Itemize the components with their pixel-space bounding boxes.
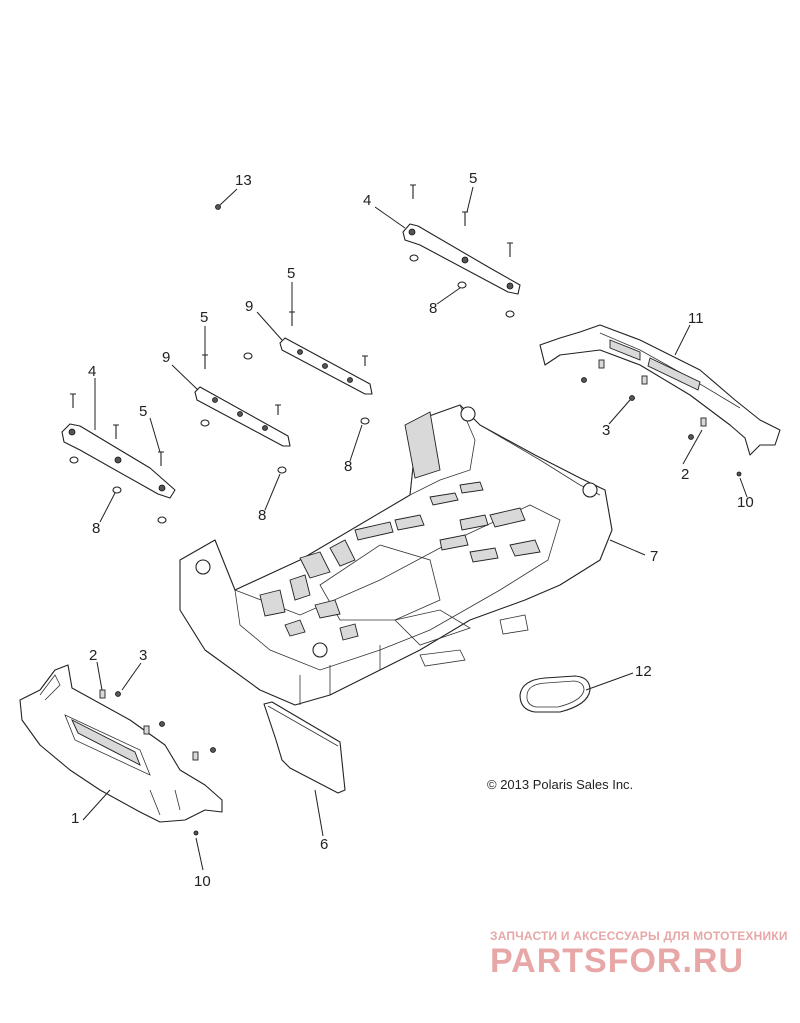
leader-lines bbox=[82, 186, 748, 871]
callout-9-lower: 9 bbox=[162, 349, 170, 366]
rail-bracket-lower bbox=[194, 386, 291, 447]
callout-2-rear: 2 bbox=[681, 466, 689, 483]
callout-5-left: 5 bbox=[139, 403, 147, 420]
callout-8-left: 8 bbox=[92, 520, 100, 537]
callout-12: 12 bbox=[635, 663, 652, 680]
copyright-notice: © 2013 Polaris Sales Inc. bbox=[487, 777, 634, 792]
callout-5-center: 5 bbox=[200, 309, 208, 326]
callout-2-front: 2 bbox=[89, 647, 97, 664]
callout-4-right: 4 bbox=[363, 192, 371, 209]
callout-9-upper: 9 bbox=[245, 298, 253, 315]
callout-4-left: 4 bbox=[88, 363, 96, 380]
fastener-group bbox=[69, 184, 742, 836]
support-bracket-right bbox=[402, 223, 521, 295]
callout-5-top: 5 bbox=[469, 170, 477, 187]
callout-6: 6 bbox=[320, 836, 328, 853]
callout-10-rear: 10 bbox=[737, 494, 754, 511]
panel-part bbox=[263, 701, 346, 794]
floor-pad-part bbox=[519, 675, 591, 713]
support-bracket-left bbox=[61, 423, 176, 499]
callout-1: 1 bbox=[71, 810, 79, 827]
watermark-brand: PARTSFOR.RU bbox=[490, 942, 745, 980]
callout-3-front: 3 bbox=[139, 647, 147, 664]
callout-8-mid: 8 bbox=[258, 507, 266, 524]
rail-bracket-upper bbox=[279, 337, 373, 395]
rear-panel-part bbox=[539, 324, 781, 456]
callout-labels: 1 2 2 3 3 4 4 5 5 5 5 6 7 8 8 8 8 9 9 10… bbox=[71, 170, 754, 890]
watermark-tagline: ЗАПЧАСТИ И АКСЕССУАРЫ ДЛЯ МОТОТЕХНИКИ bbox=[490, 929, 788, 943]
callout-8-mid-right: 8 bbox=[344, 458, 352, 475]
callout-7: 7 bbox=[650, 548, 658, 565]
front-panel-part bbox=[19, 664, 223, 823]
callout-10-front: 10 bbox=[194, 873, 211, 890]
callout-8-top: 8 bbox=[429, 300, 437, 317]
callout-13: 13 bbox=[235, 172, 252, 189]
callout-11: 11 bbox=[688, 310, 704, 327]
cargo-bed-part bbox=[179, 404, 613, 706]
callout-3-rear: 3 bbox=[602, 422, 610, 439]
callout-5-mid: 5 bbox=[287, 265, 295, 282]
